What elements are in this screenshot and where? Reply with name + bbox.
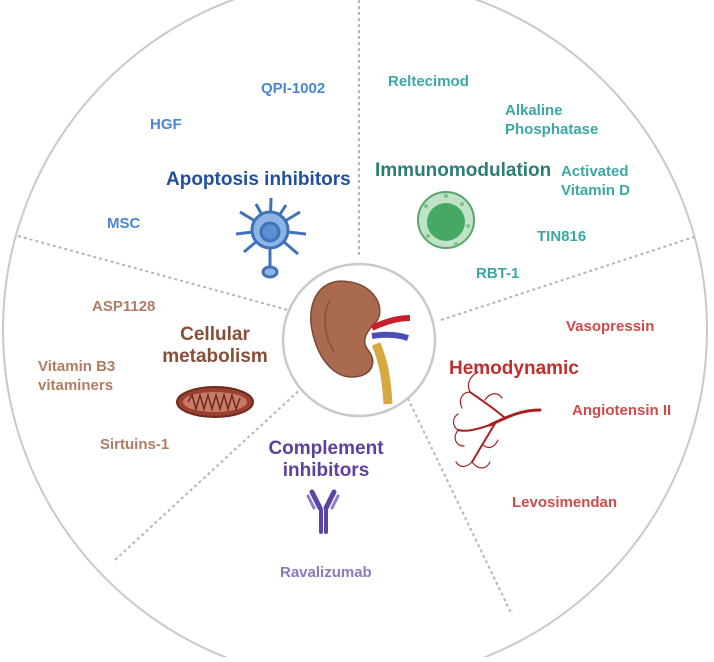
kidney-icon xyxy=(310,280,411,405)
drug-sirtuins-1: Sirtuins-1 xyxy=(100,436,170,453)
drug-alkaline: Alkaline xyxy=(505,102,563,119)
sector-title-metabolism-line1: Cellular xyxy=(180,324,250,345)
drug-msc: MSC xyxy=(107,215,141,232)
drug-vitamin-b3: Vitamin B3 xyxy=(38,358,116,375)
drug-hgf: HGF xyxy=(150,116,182,133)
drug-activated: Activated xyxy=(561,163,629,180)
drug-phosphatase: Phosphatase xyxy=(505,121,599,138)
drug-levosimendan: Levosimendan xyxy=(512,494,618,511)
divider-bottom-right xyxy=(399,381,513,616)
antibody-icon xyxy=(306,489,340,534)
divider-bottom-left xyxy=(114,384,306,561)
drug-reltecimod: Reltecimod xyxy=(388,73,469,90)
sector-title-complement-line1: Complement xyxy=(268,438,384,459)
sector-title-metabolism-line2: metabolism xyxy=(162,346,268,367)
drug-vasopressin: Vasopressin xyxy=(566,318,655,335)
apoptotic-cell-icon xyxy=(235,197,307,279)
drug-rbt-1: RBT-1 xyxy=(476,265,520,282)
sector-dividers xyxy=(17,0,698,616)
drug-angiotensin-ii: Angiotensin II xyxy=(572,402,672,419)
sector-title-complement-line2: inhibitors xyxy=(282,460,370,481)
drug-vitamin-d: Vitamin D xyxy=(561,182,630,199)
drug-asp1128: ASP1128 xyxy=(92,298,156,315)
sector-title-apoptosis: Apoptosis inhibitors xyxy=(166,169,351,190)
mitochondrion-icon xyxy=(176,386,254,418)
immune-cell-icon xyxy=(417,191,475,249)
divider-left xyxy=(17,235,289,311)
sector-title-immunomodulation: Immunomodulation xyxy=(375,160,552,181)
sector-title-hemodynamic: Hemodynamic xyxy=(449,358,579,379)
divider-right xyxy=(440,235,698,321)
drug-tin816: TIN816 xyxy=(537,228,587,245)
drug-qpi-1002: QPI-1002 xyxy=(261,80,326,97)
drug-ravalizumab: Ravalizumab xyxy=(280,564,372,581)
vascular-tree-icon xyxy=(452,371,542,469)
drug-vitaminers: vitaminers xyxy=(38,377,114,394)
